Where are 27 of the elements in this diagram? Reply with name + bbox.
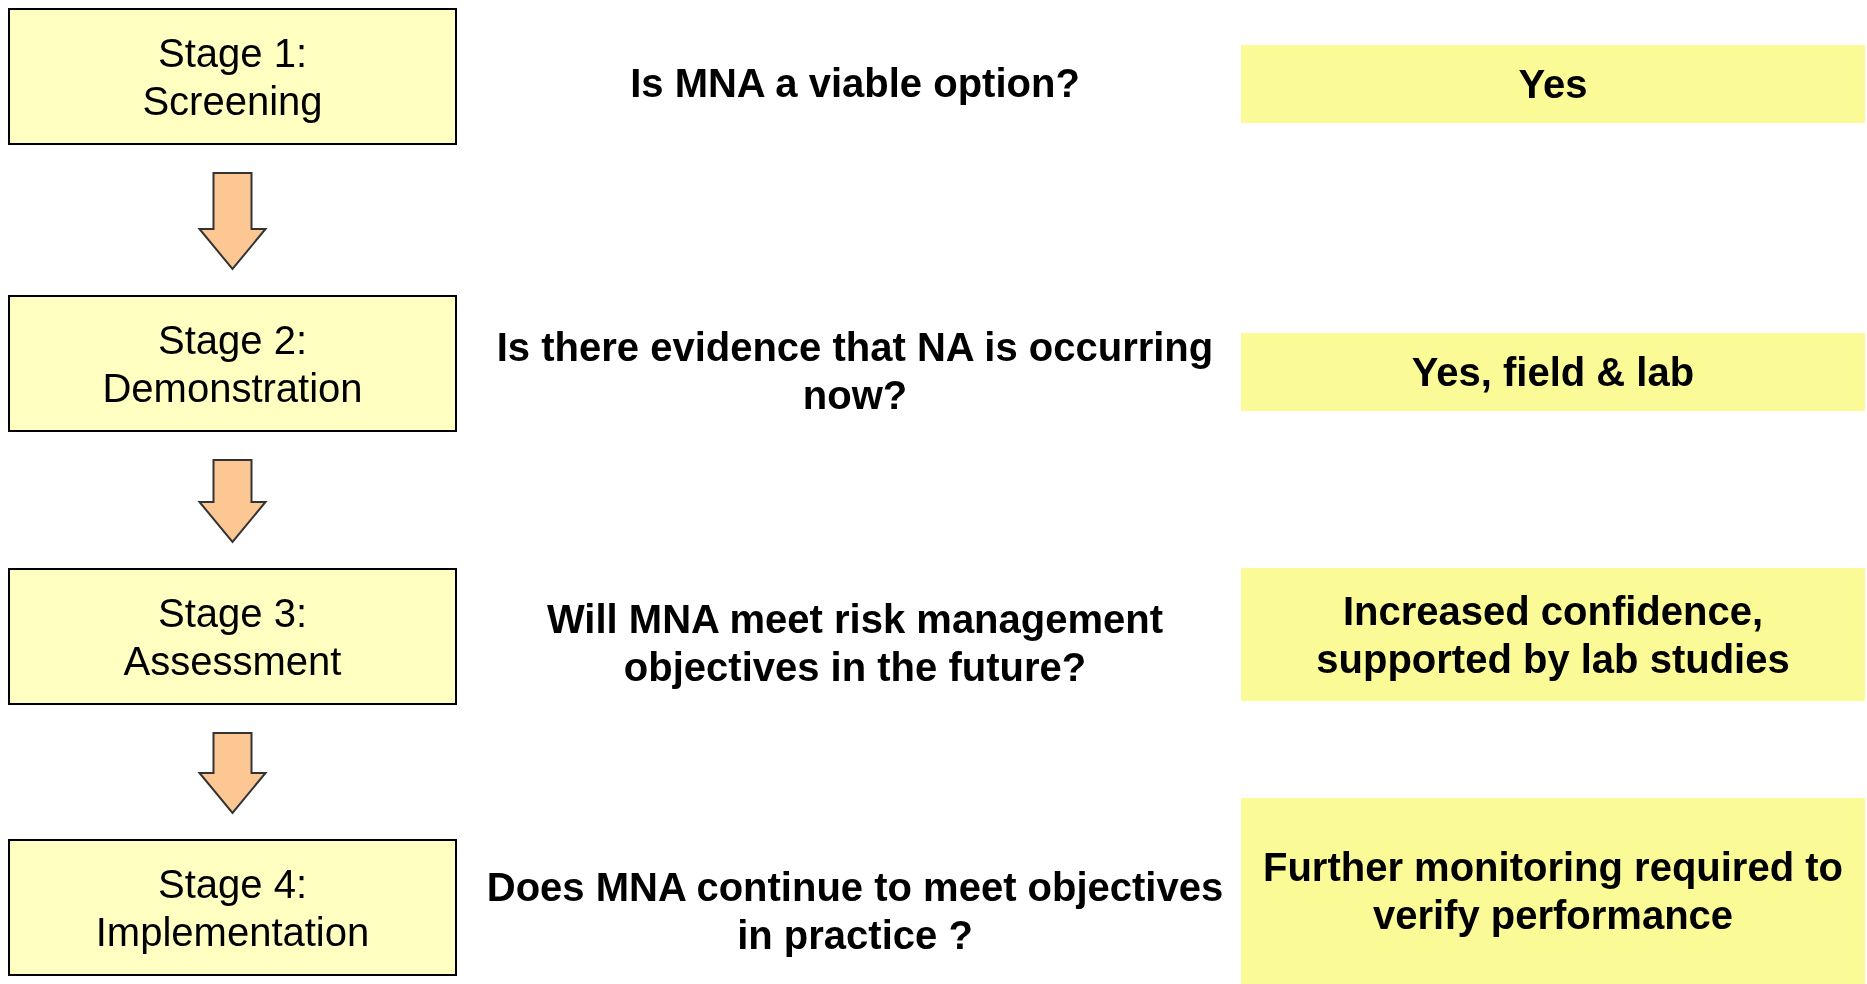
stage-box: [8, 568, 457, 705]
question-text: Will MNA meet risk management objectives in the future?: [545, 596, 1165, 691]
answer-text: Yes, field & lab: [1411, 349, 1695, 396]
stage-label: Stage 1:: [158, 29, 307, 77]
stage-label: Implementation: [95, 908, 370, 956]
question-text: Is MNA a viable option?: [630, 60, 1080, 107]
answer-box: [1241, 798, 1865, 984]
stage-label: Assessment: [123, 637, 342, 685]
answer-box: [1241, 45, 1865, 123]
stage-label: Stage 4:: [158, 860, 307, 908]
stage-label: Demonstration: [102, 364, 363, 412]
answer-text: Increased confidence, supported by lab studies: [1315, 587, 1791, 683]
answer-box: [1241, 568, 1865, 701]
stage-label: Stage 2:: [158, 316, 307, 364]
answer-text: Yes: [1518, 61, 1588, 108]
stage-box: [8, 839, 457, 976]
stage-box: [8, 295, 457, 432]
answer-box: [1241, 333, 1865, 411]
block-arrow: [197, 459, 268, 544]
block-arrow: [197, 732, 268, 815]
stage-label: Stage 3:: [158, 589, 307, 637]
answer-text: Further monitoring required to verify performance: [1262, 844, 1844, 939]
question-text: Does MNA continue to meet objectives in practice ?: [485, 864, 1225, 959]
block-arrow: [197, 172, 268, 271]
stage-label: Screening: [142, 77, 323, 125]
question-text: Is there evidence that NA is occurring now?: [495, 324, 1215, 419]
stage-box: [8, 8, 457, 145]
